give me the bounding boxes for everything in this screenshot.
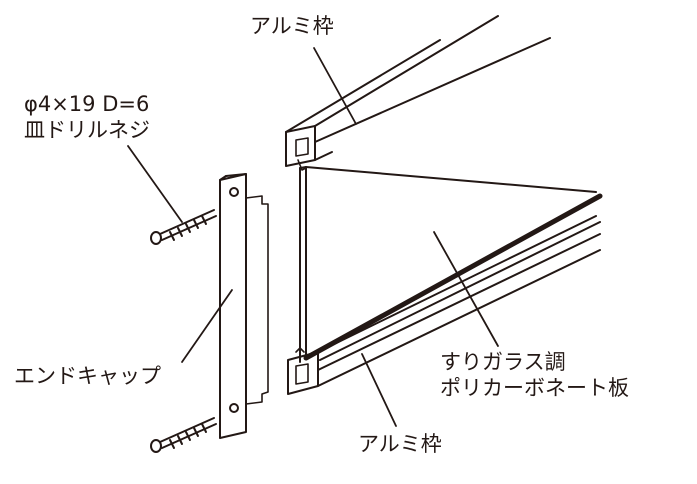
bottom-aluminum-frame bbox=[287, 215, 601, 395]
screw-top bbox=[150, 209, 217, 245]
label-end-cap: エンドキャップ bbox=[14, 364, 161, 388]
label-screw-name: 皿ドリルネジ bbox=[24, 118, 150, 142]
top-aluminum-frame bbox=[285, 15, 551, 171]
label-frame-top: アルミ枠 bbox=[250, 14, 334, 38]
end-cap bbox=[219, 173, 269, 439]
screw-bottom bbox=[150, 417, 217, 453]
leader-lines bbox=[127, 47, 499, 427]
polycarbonate-panel bbox=[299, 166, 603, 363]
label-panel-line1: すりガラス調 bbox=[440, 350, 566, 374]
label-frame-bottom: アルミ枠 bbox=[358, 432, 442, 456]
label-panel-line2: ポリカーボネート板 bbox=[440, 376, 629, 400]
label-screw-spec: φ4×19 D=6 bbox=[24, 92, 150, 116]
